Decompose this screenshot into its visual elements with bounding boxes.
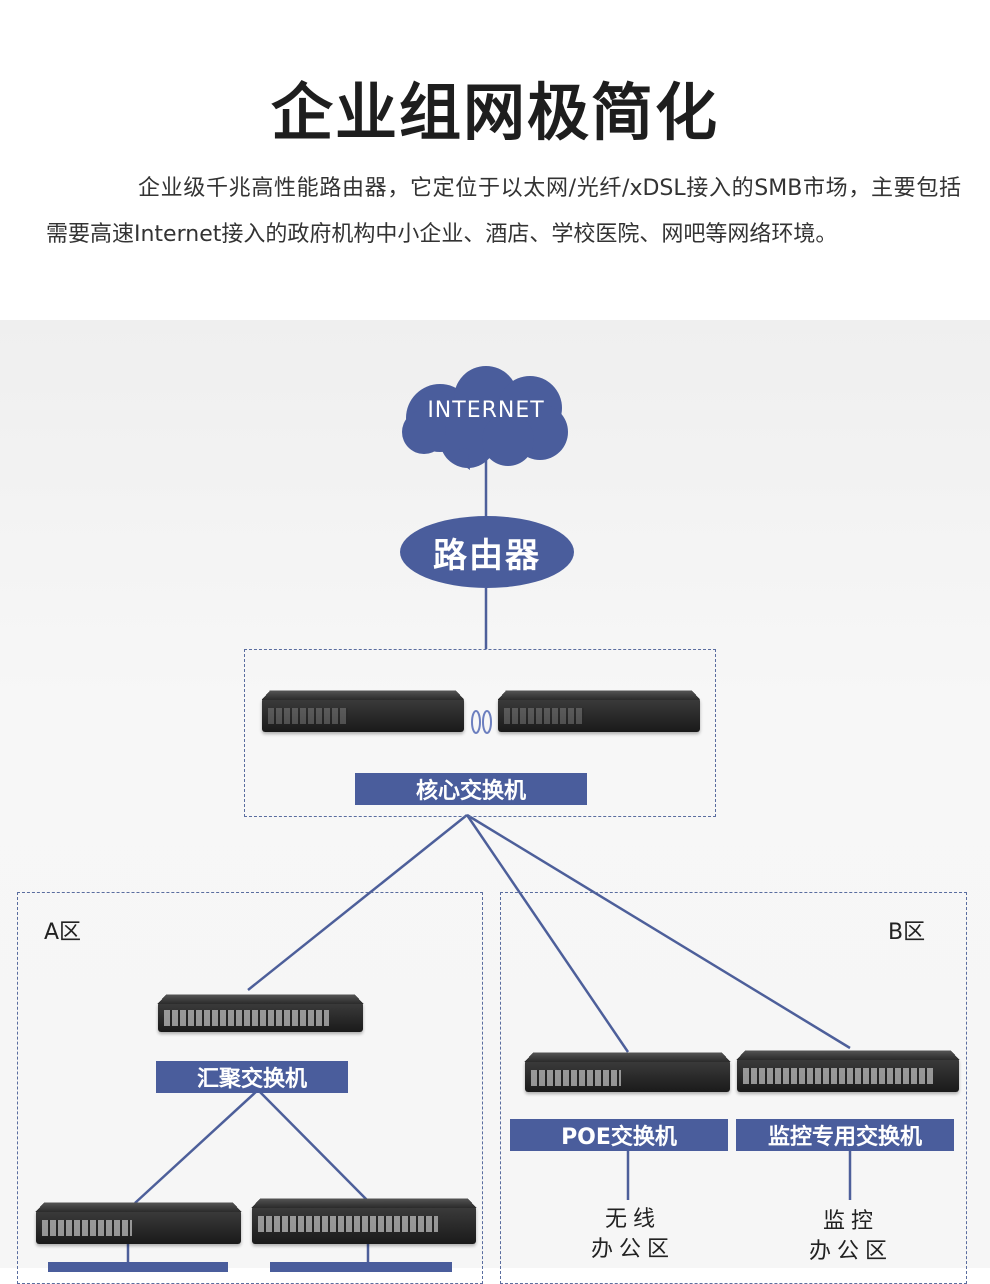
core-switch-2-icon [497,690,701,732]
monitor-office-line1: 监控 [822,1209,879,1234]
page-title: 企业组网极简化 [270,76,719,149]
zone-a-label: A区 [44,920,82,945]
cloud-icon [402,366,568,470]
line-core-aggregation [247,814,468,991]
access-switch-1-label [48,1262,228,1272]
stack-link-icon [471,710,492,734]
wireless-office-line1: 无线 [604,1207,661,1232]
access-switch-2-icon [251,1198,477,1244]
line-aggregation-access1 [134,1089,259,1204]
aggregation-switch-icon [157,994,364,1032]
core-switch-group [244,649,716,817]
core-switch-label: 核心交换机 [355,773,587,805]
access-switch-1-icon [35,1202,242,1244]
line-aggregation-access2 [257,1089,368,1201]
line-core-poe [465,814,630,1053]
zone-b-label: B区 [888,920,926,945]
line-core-monitor [466,813,851,1050]
router-node: 路由器 [400,516,574,588]
monitor-switch-label: 监控专用交换机 [736,1119,954,1151]
poe-switch-label: POE交换机 [510,1119,728,1151]
poe-switch-icon [524,1052,731,1092]
wireless-office-line2: 办公区 [590,1237,675,1262]
monitor-office-area: 监控 办公区 [796,1207,906,1267]
internet-label: INTERNET [427,398,545,423]
monitor-switch-icon [736,1050,960,1092]
wireless-office-area: 无线 办公区 [578,1205,688,1265]
aggregation-switch-label: 汇聚交换机 [156,1061,348,1093]
intro-paragraph: 企业级千兆高性能路由器，它定位于以太网/光纤/xDSL接入的SMB市场，主要包括… [46,176,961,247]
access-switch-2-label [270,1262,452,1272]
core-switch-1-icon [261,690,465,732]
monitor-office-line2: 办公区 [808,1239,893,1264]
